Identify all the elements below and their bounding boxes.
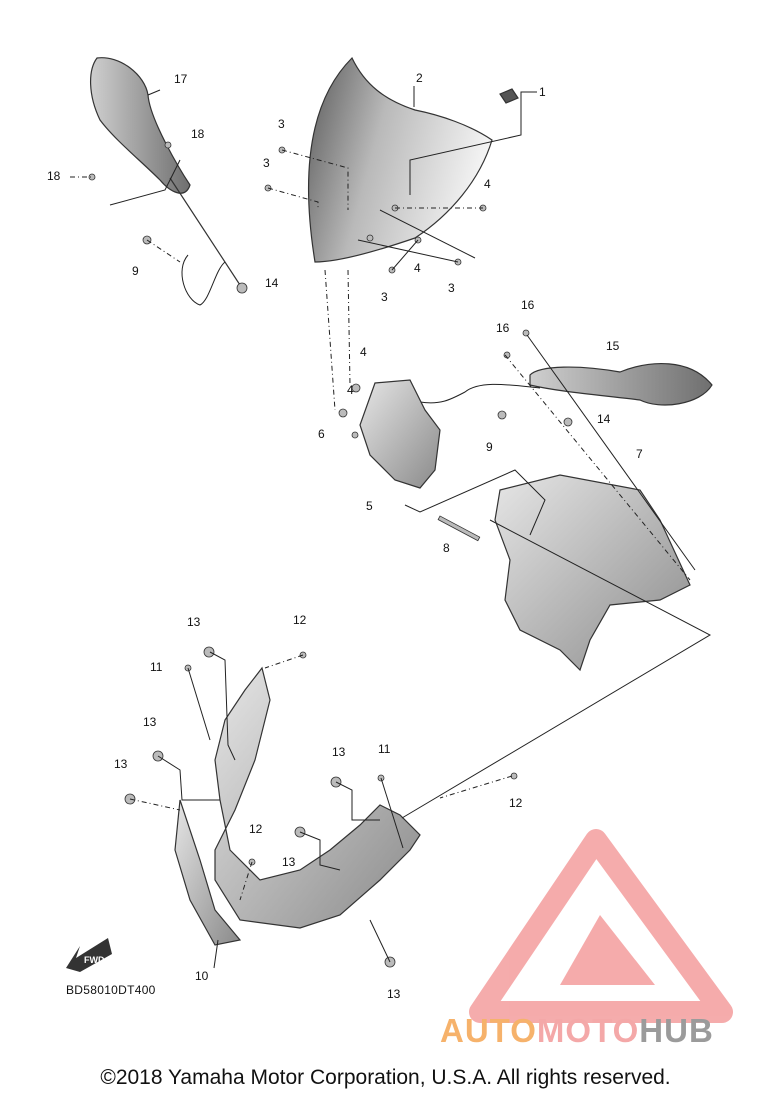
leader-lines	[70, 86, 712, 969]
callout-13c: 13	[114, 757, 128, 771]
callout-4b: 4	[414, 261, 421, 275]
diagram-code: BD58010DT400	[66, 983, 156, 997]
callout-12b: 12	[509, 796, 523, 810]
callout-2: 2	[416, 71, 423, 85]
callout-13f: 13	[387, 987, 401, 1001]
pad-part	[499, 88, 519, 104]
callout-1: 1	[539, 85, 546, 99]
callout-14b: 14	[597, 412, 611, 426]
callout-18b: 18	[47, 169, 61, 183]
callout-10: 10	[195, 969, 209, 983]
callout-13e: 13	[282, 855, 296, 869]
callout-7: 7	[636, 447, 643, 461]
callout-16a: 16	[496, 321, 510, 335]
fwd-label: FWD	[84, 955, 105, 965]
left-mirror-part	[89, 57, 241, 306]
right-mirror-part	[419, 363, 713, 406]
callout-11a: 11	[150, 660, 163, 674]
fwd-arrow-icon: FWD	[66, 938, 112, 972]
bracket-part	[359, 379, 441, 489]
lower-cowl-part	[174, 666, 421, 946]
callout-3a: 3	[278, 117, 285, 131]
copyright-notice: ©2018 Yamaha Motor Corporation, U.S.A. A…	[100, 1066, 671, 1089]
callout-11b: 11	[378, 742, 391, 756]
callout-16b: 16	[521, 298, 535, 312]
callout-18a: 18	[191, 127, 205, 141]
callout-8: 8	[443, 541, 450, 555]
callout-15: 15	[606, 339, 620, 353]
watermark-logo-icon	[469, 829, 733, 1023]
callout-4d: 4	[347, 383, 354, 397]
callout-14a: 14	[265, 276, 279, 290]
watermark-text: AUTOMOTOHUB	[440, 1012, 714, 1050]
watermark-part-3: HUB	[639, 1012, 714, 1049]
watermark-part-1: AUTO	[440, 1012, 537, 1049]
callout-4c: 4	[360, 345, 367, 359]
callout-6: 6	[318, 427, 325, 441]
callout-labels: 1 2 3 3 3 3 4 4 4 4 5 6 7 8 9 9 10 11 11…	[47, 71, 643, 1001]
callout-12c: 12	[249, 822, 263, 836]
callout-12a: 12	[293, 613, 307, 627]
callout-13d: 13	[332, 745, 346, 759]
windscreen-part	[308, 56, 493, 263]
callout-3d: 3	[448, 281, 455, 295]
fasteners	[88, 141, 573, 968]
callout-5: 5	[366, 499, 373, 513]
callout-3b: 3	[263, 156, 270, 170]
stay-part	[494, 474, 691, 672]
callout-13b: 13	[143, 715, 157, 729]
callout-13a: 13	[187, 615, 201, 629]
callout-9a: 9	[132, 264, 139, 278]
callout-9b: 9	[486, 440, 493, 454]
callout-17: 17	[174, 72, 188, 86]
callout-3c: 3	[381, 290, 388, 304]
callout-4a: 4	[484, 177, 491, 191]
watermark-part-2: MOTO	[536, 1012, 640, 1049]
